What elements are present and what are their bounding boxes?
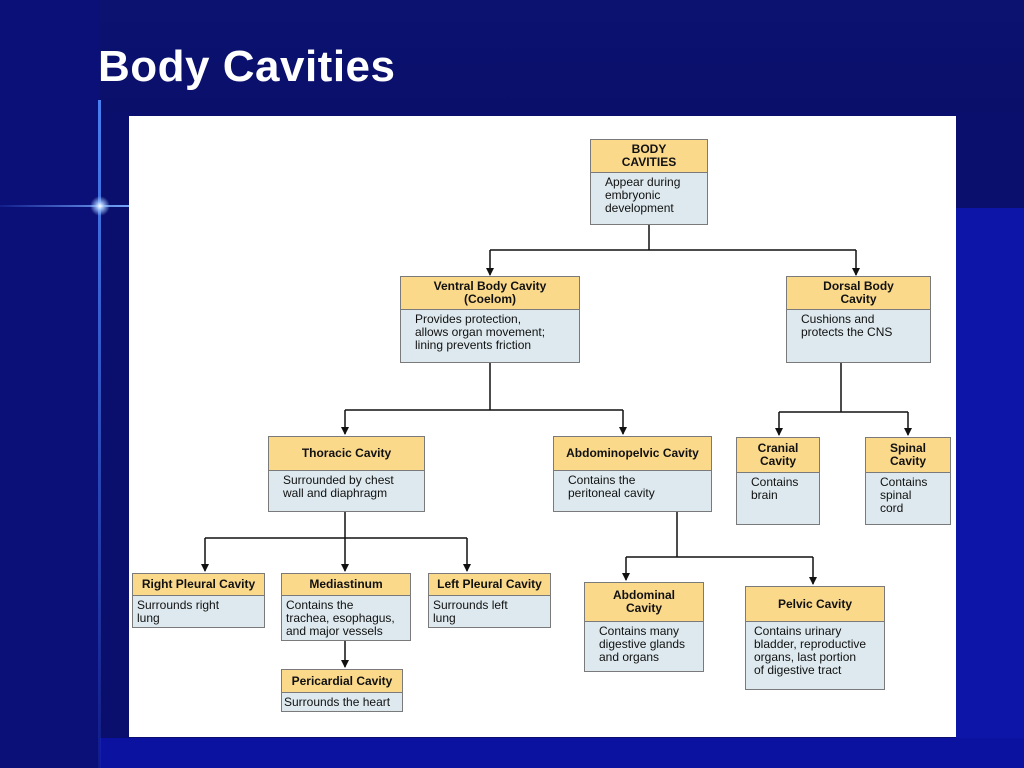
node-ventral-body-cavity: Ventral Body Cavity (Coelom) Provides pr… [400, 276, 580, 363]
decorative-vertical-line [98, 100, 101, 768]
node-title: BODY CAVITIES [591, 140, 707, 173]
node-title: Right Pleural Cavity [133, 574, 264, 596]
sparkle-icon [90, 196, 110, 216]
node-desc: Surrounds left lung [433, 598, 508, 625]
node-desc: Contains spinal cord [880, 475, 928, 515]
node-desc: Contains many digestive glands and organ… [599, 624, 686, 664]
node-desc: Contains brain [751, 475, 799, 502]
decorative-horizontal-line [0, 205, 132, 207]
node-title: Ventral Body Cavity (Coelom) [401, 277, 579, 310]
node-title: Abdominal Cavity [585, 583, 703, 622]
node-pelvic-cavity: Pelvic Cavity Contains urinary bladder, … [745, 586, 885, 690]
node-abdominal-cavity: Abdominal Cavity Contains many digestive… [584, 582, 704, 672]
node-title: Thoracic Cavity [269, 437, 424, 471]
node-cranial-cavity: Cranial Cavity Contains brain [736, 437, 820, 525]
node-title: Pelvic Cavity [746, 587, 884, 622]
node-desc: Contains the trachea, esophagus, and maj… [286, 598, 395, 638]
slide-title: Body Cavities [98, 42, 396, 91]
node-desc: Provides protection, allows organ moveme… [415, 312, 546, 352]
node-thoracic-cavity: Thoracic Cavity Surrounded by chest wall… [268, 436, 425, 512]
node-abdominopelvic-cavity: Abdominopelvic Cavity Contains the perit… [553, 436, 712, 512]
slide-top-band [0, 0, 1024, 112]
node-pericardial-cavity: Pericardial Cavity Surrounds the heart [281, 669, 403, 712]
node-body-cavities: BODY CAVITIES Appear during embryonic de… [590, 139, 708, 225]
node-title: Abdominopelvic Cavity [554, 437, 711, 471]
slide-right-band [956, 208, 1024, 768]
node-desc: Contains urinary bladder, reproductive o… [754, 624, 867, 677]
node-desc: Surrounds right lung [137, 598, 220, 625]
node-spinal-cavity: Spinal Cavity Contains spinal cord [865, 437, 951, 525]
node-title: Dorsal Body Cavity [787, 277, 930, 310]
node-left-pleural-cavity: Left Pleural Cavity Surrounds left lung [428, 573, 551, 628]
node-desc: Cushions and protects the CNS [801, 312, 893, 339]
node-desc: Surrounded by chest wall and diaphragm [283, 473, 394, 500]
node-right-pleural-cavity: Right Pleural Cavity Surrounds right lun… [132, 573, 265, 628]
node-desc: Contains the peritoneal cavity [568, 473, 655, 500]
node-title: Spinal Cavity [866, 438, 950, 473]
slide-left-band [0, 0, 100, 768]
node-desc: Surrounds the heart [284, 695, 391, 709]
node-dorsal-body-cavity: Dorsal Body Cavity Cushions and protects… [786, 276, 931, 363]
diagram-panel: BODY CAVITIES Appear during embryonic de… [129, 116, 956, 737]
node-title: Cranial Cavity [737, 438, 819, 473]
node-mediastinum: Mediastinum Contains the trachea, esopha… [281, 573, 411, 641]
node-title: Mediastinum [282, 574, 410, 596]
slide-bottom-band [100, 738, 1024, 768]
node-desc: Appear during embryonic development [605, 175, 681, 215]
connector-lines [201, 225, 912, 668]
node-title: Pericardial Cavity [282, 670, 402, 693]
node-title: Left Pleural Cavity [429, 574, 550, 596]
